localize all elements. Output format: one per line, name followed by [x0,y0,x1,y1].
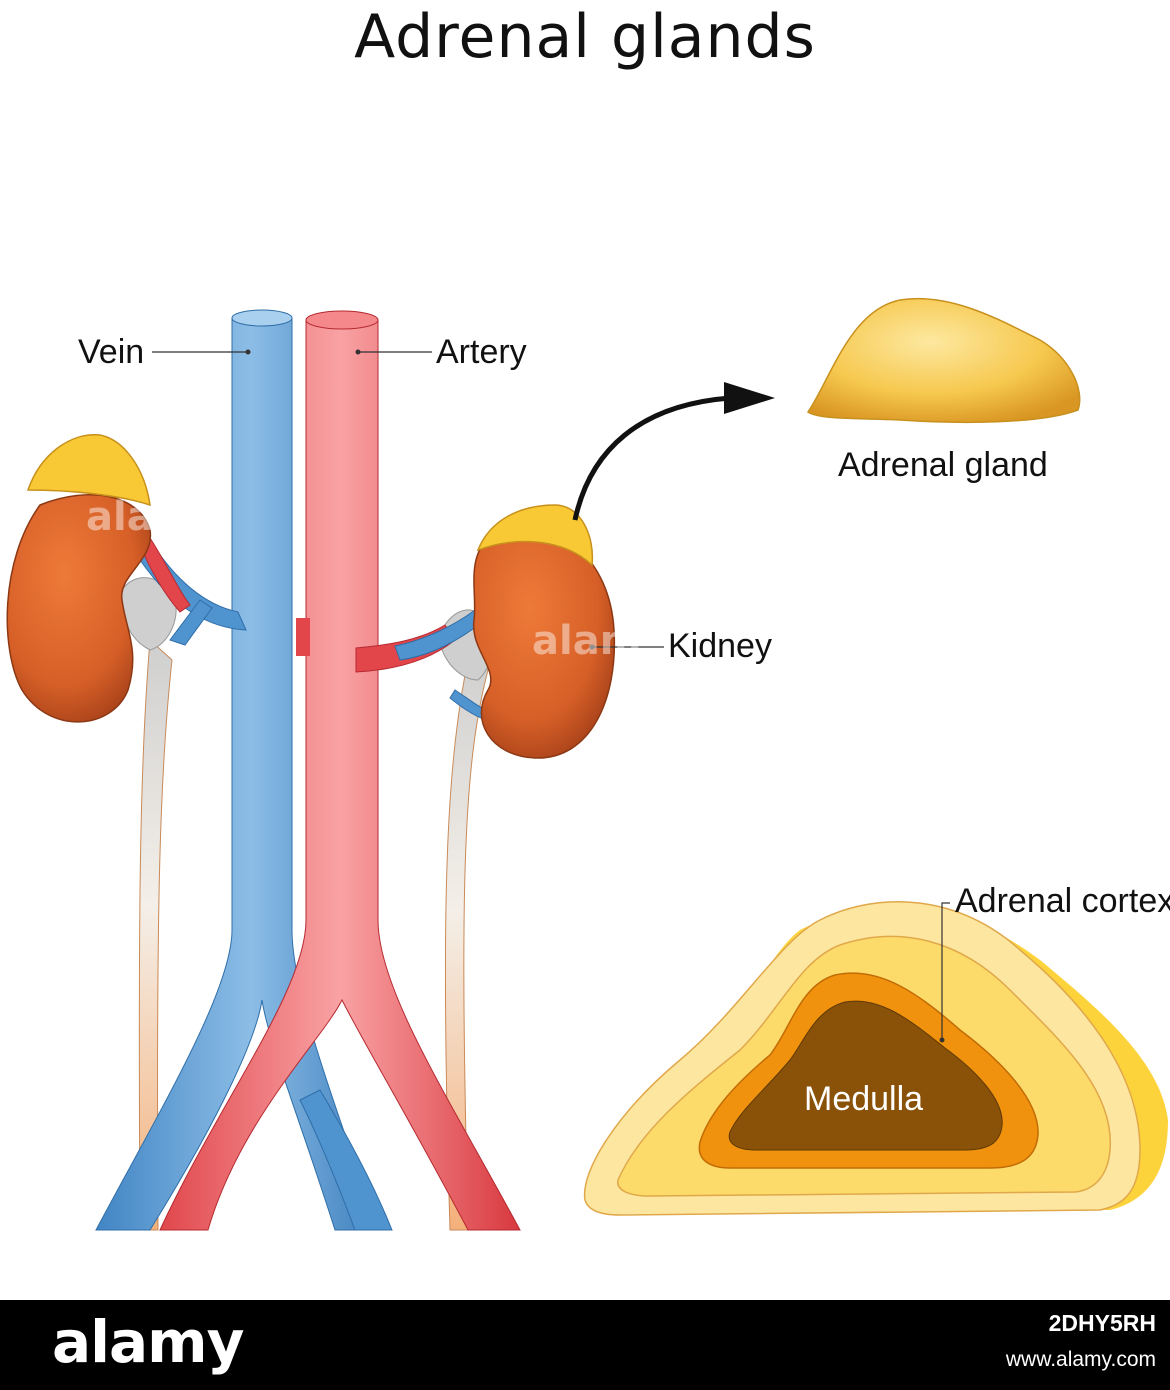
artery-trunk [159,319,521,1231]
callout-arrowhead [724,382,775,414]
alamy-logo: alamy [52,1308,244,1376]
left-renal-artery [139,534,191,613]
artery-left-stub [296,618,310,656]
vein-leader-dot [245,349,251,355]
image-id: 2DHY5RH [1048,1310,1156,1336]
artery-label: Artery [436,333,527,371]
artery-leader-dot [355,349,361,355]
left-kidney [6,494,152,723]
watermark-right: alam [532,618,642,664]
left-adrenal-gland [26,434,151,507]
footer-bar [0,1300,1170,1390]
vein-trunk [95,317,379,1231]
watermark-left: ala [86,494,154,540]
enlarged-adrenal-gland [806,297,1081,424]
artery-top-opening [305,310,379,330]
medulla [728,1000,1003,1151]
right-kidney [472,526,616,759]
kidney-label: Kidney [668,627,772,665]
left-renal-vein-branch [169,599,213,646]
medulla-label: Medulla [804,1080,924,1118]
callout-arrow [572,395,731,521]
diagram-title: Adrenal glands [354,2,816,72]
adrenal-gland-label: Adrenal gland [838,446,1048,484]
vein-label: Vein [78,333,145,371]
vein-right-iliac [299,1089,393,1231]
adrenal-cortex-label: Adrenal cortex [955,882,1170,920]
cortex-leader-dot [939,1037,945,1043]
adrenal-diagram [6,297,1168,1231]
right-ureter [444,648,489,1231]
vein-top-opening [231,309,293,327]
right-adrenal-gland [476,504,594,567]
kidney-leader-dot [589,644,595,650]
footer-url: www.alamy.com [1005,1348,1156,1371]
cortex-leader [941,902,950,1040]
